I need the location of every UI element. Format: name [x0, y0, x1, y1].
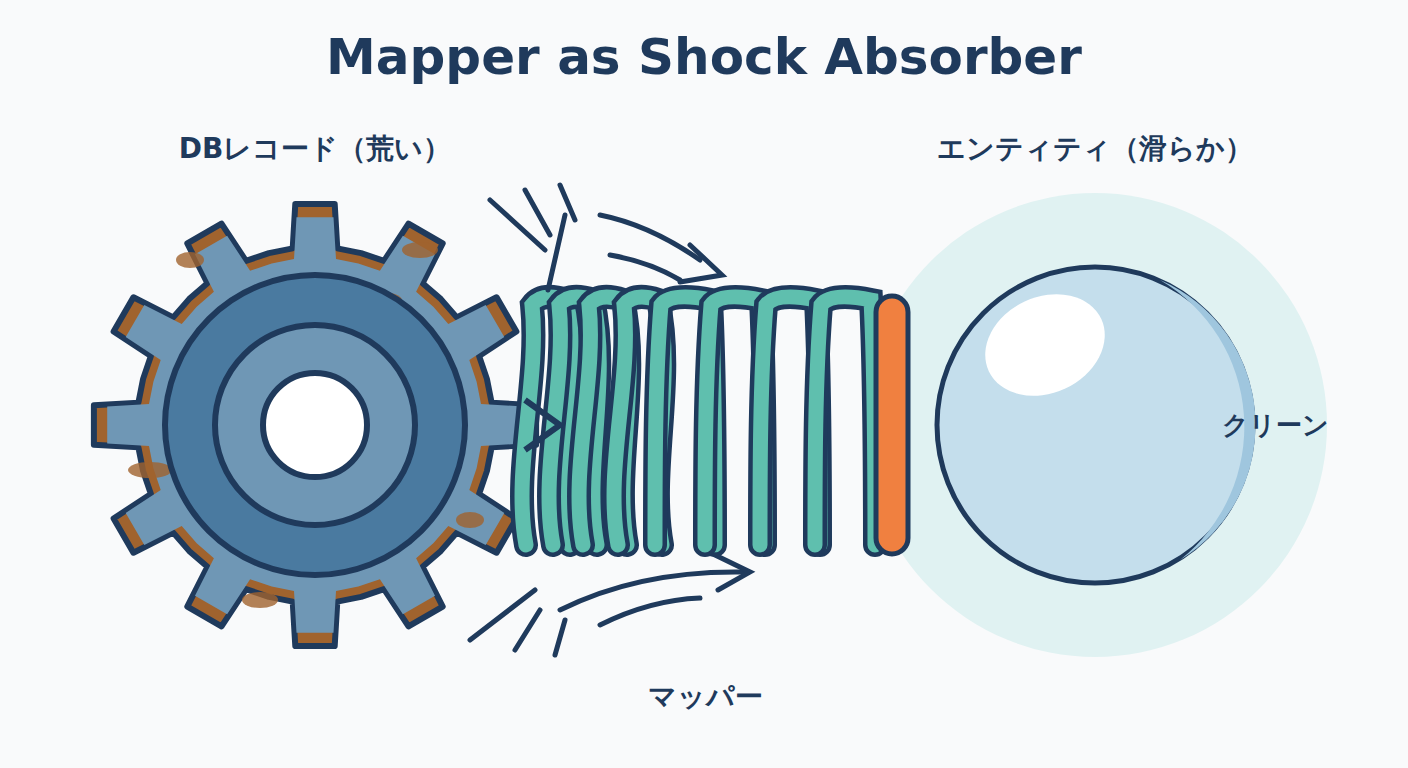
- gear-disk: [165, 275, 465, 575]
- gear-teeth: [94, 204, 536, 646]
- node-heading: エンティティ（滑らか）: [860, 130, 1330, 168]
- spring-coil: [815, 297, 875, 545]
- spring: [522, 297, 875, 545]
- gear: [94, 204, 536, 646]
- rust-spot: [128, 462, 172, 478]
- node-label: クリーン: [1220, 408, 1330, 443]
- node-heading: DBレコード（荒い）: [80, 130, 550, 168]
- sphere-node: エンティティ（滑らか） クリーン: [860, 130, 1330, 650]
- sphere: [937, 267, 1256, 583]
- gear-ring: [215, 325, 415, 525]
- gear-body: [107, 217, 523, 633]
- rust-spot: [242, 592, 278, 608]
- gear-hole: [263, 373, 367, 477]
- spring-end: [525, 400, 560, 450]
- spring-node: マッパー: [520, 300, 890, 720]
- rust-spot: [176, 252, 204, 268]
- gear-node: DBレコード（荒い）: [80, 130, 550, 650]
- motion-lines: [470, 185, 750, 655]
- title: Mapper as Shock Absorber: [0, 28, 1408, 86]
- rust-spot: [456, 512, 484, 528]
- spring-coil-outline: [815, 297, 875, 545]
- spring-plate: [876, 296, 908, 554]
- rust-spot: [402, 242, 438, 258]
- node-label: マッパー: [520, 678, 890, 716]
